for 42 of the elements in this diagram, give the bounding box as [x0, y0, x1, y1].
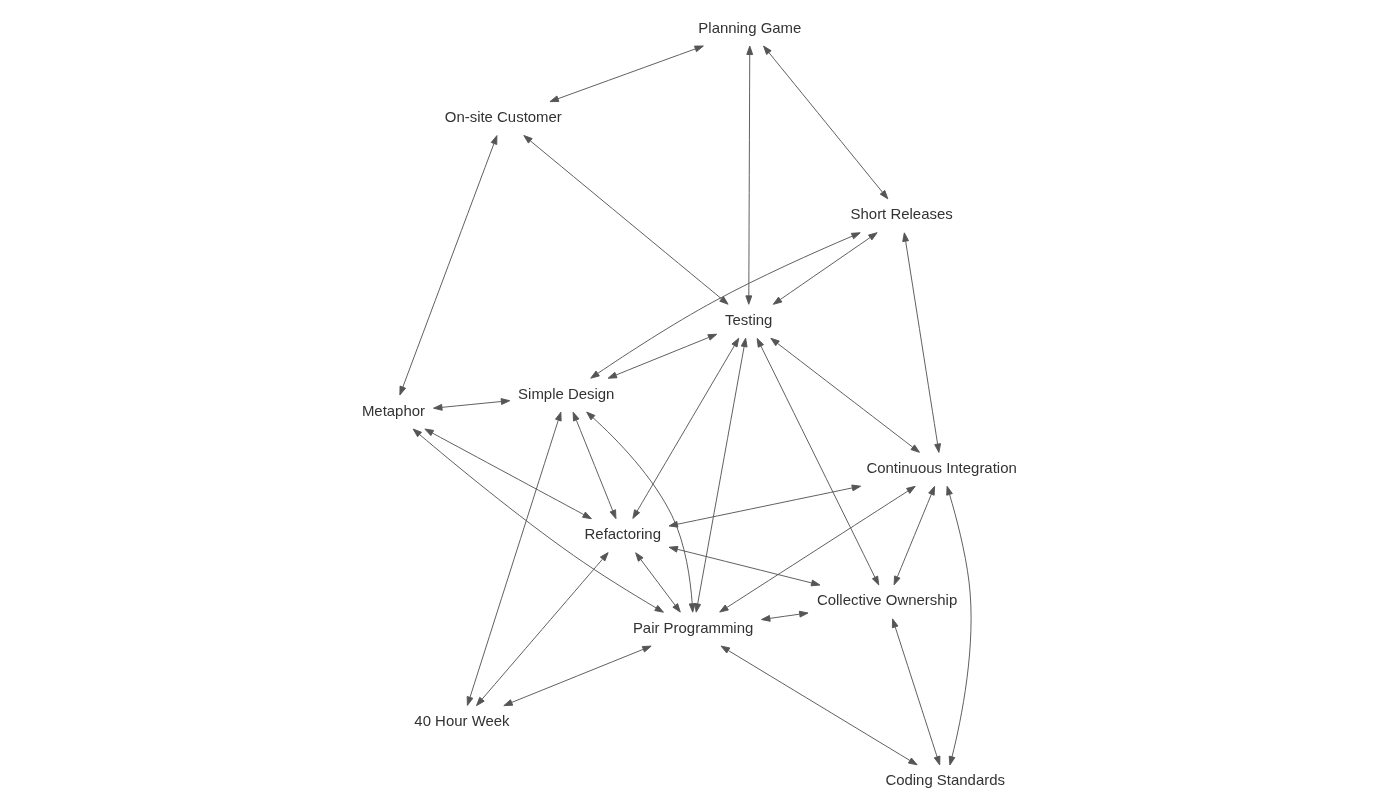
arrow [412, 428, 664, 613]
arrow [769, 337, 920, 453]
arrow [668, 545, 820, 587]
arrow [668, 484, 861, 528]
node-text: Refactoring [584, 525, 661, 543]
arrow [589, 232, 861, 379]
arrow [744, 45, 753, 305]
arrow [475, 552, 609, 707]
arrow [945, 485, 972, 766]
arrow [762, 45, 888, 200]
arrow [901, 232, 941, 453]
node-text: Continuous Integration [865, 458, 1017, 476]
node-text: On-site Customer [444, 108, 562, 126]
node-text: Pair Programming [632, 618, 753, 636]
node-text: Planning Game [697, 18, 801, 36]
arrow [466, 411, 562, 706]
arrow [634, 552, 681, 613]
arrow [432, 398, 510, 411]
arrow [572, 411, 616, 520]
node-text: Metaphor [361, 401, 425, 419]
arrow [891, 618, 940, 766]
arrow [893, 485, 935, 586]
node-text: Simple Design [517, 384, 614, 402]
arrow [398, 135, 497, 396]
arrow [772, 232, 878, 305]
arrow [718, 485, 916, 613]
node-text: Coding Standards [884, 771, 1005, 789]
node-text: Short Releases [850, 205, 953, 223]
arrow [756, 337, 879, 586]
arrow [585, 411, 696, 613]
arrow [423, 428, 592, 520]
arrow [549, 45, 704, 103]
arrow [607, 333, 717, 379]
arrow [720, 645, 918, 766]
arrow [693, 337, 747, 613]
arrow [631, 337, 739, 519]
arrow [760, 610, 808, 622]
arrow [522, 135, 729, 305]
node-text: 40 Hour Week [413, 712, 510, 730]
node-text: Collective Ownership [816, 591, 957, 609]
arrow [502, 645, 652, 707]
node-text: Testing [724, 310, 772, 328]
